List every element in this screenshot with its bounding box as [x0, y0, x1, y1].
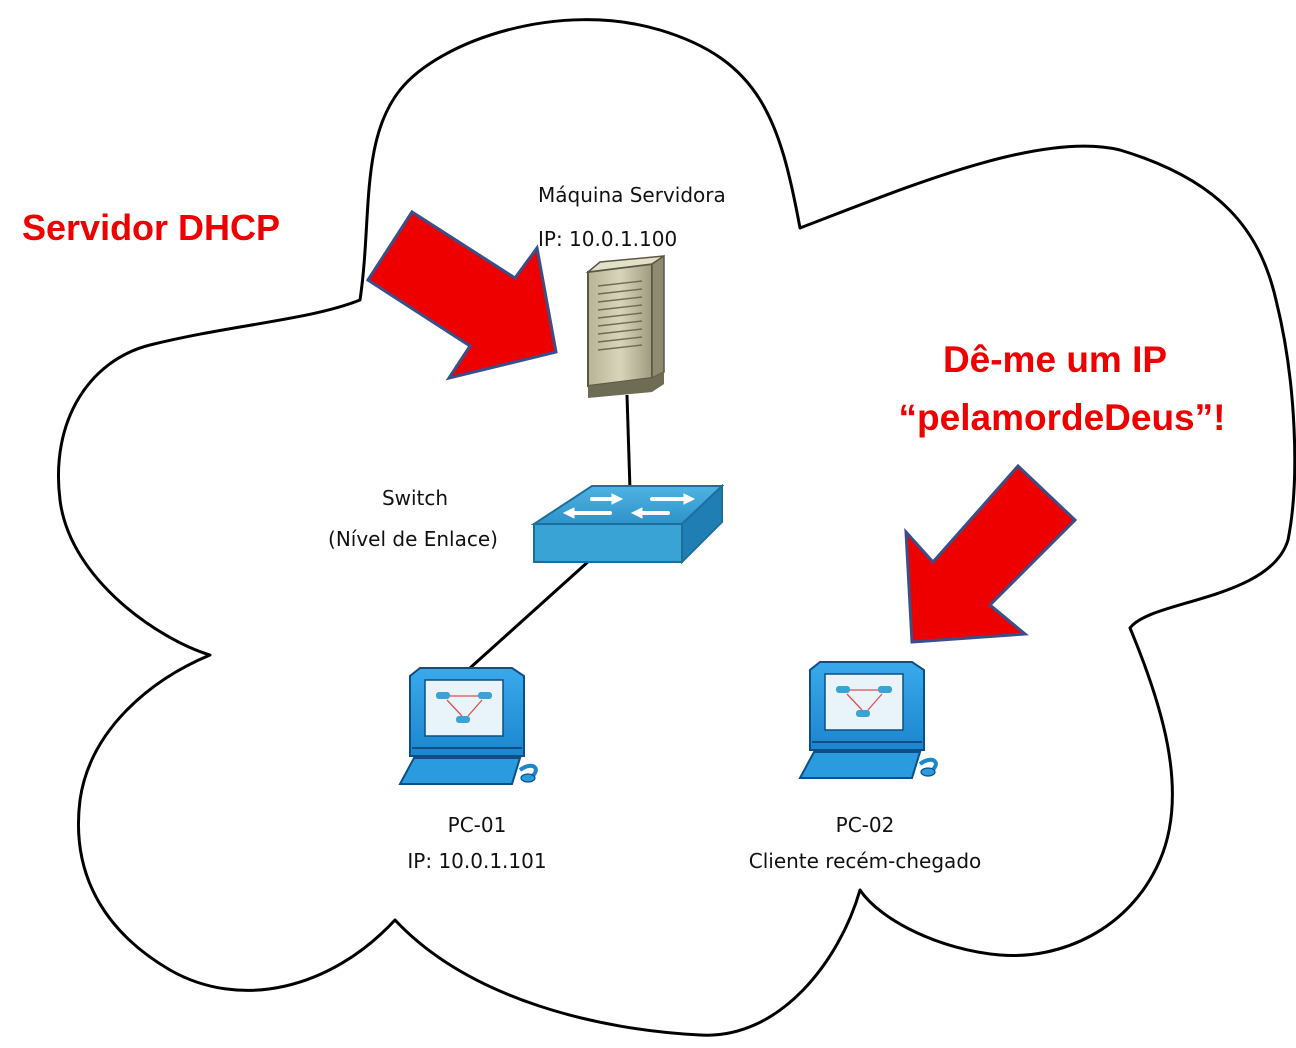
cloud-outline — [57, 18, 1296, 1037]
server-tower-icon — [585, 254, 665, 398]
request-callout-line1: Dê-me um IP — [943, 339, 1167, 380]
server-ip-label: IP: 10.0.1.100 — [538, 227, 677, 251]
servidor-dhcp-callout: Servidor DHCP — [22, 207, 280, 248]
pc-workstation-icon — [798, 661, 938, 779]
pc01-ip-label: IP: 10.0.1.101 — [407, 849, 546, 873]
pc02-name-label: PC-02 — [836, 813, 895, 837]
red-arrow-icon — [904, 463, 1078, 644]
server-name-label: Máquina Servidora — [538, 183, 726, 207]
link-switch-pc01 — [468, 558, 592, 670]
pc01-name-label: PC-01 — [448, 813, 507, 837]
switch-layer-label: (Nível de Enlace) — [328, 527, 498, 551]
link-server-switch — [625, 394, 632, 491]
request-callout-line2: “pelamordeDeus”! — [899, 397, 1226, 438]
pc-workstation-icon — [398, 667, 538, 785]
switch-name-label: Switch — [382, 486, 448, 510]
pc02-status-label: Cliente recém-chegado — [749, 849, 982, 873]
network-switch-icon — [530, 483, 725, 565]
red-arrow-icon — [365, 209, 558, 381]
